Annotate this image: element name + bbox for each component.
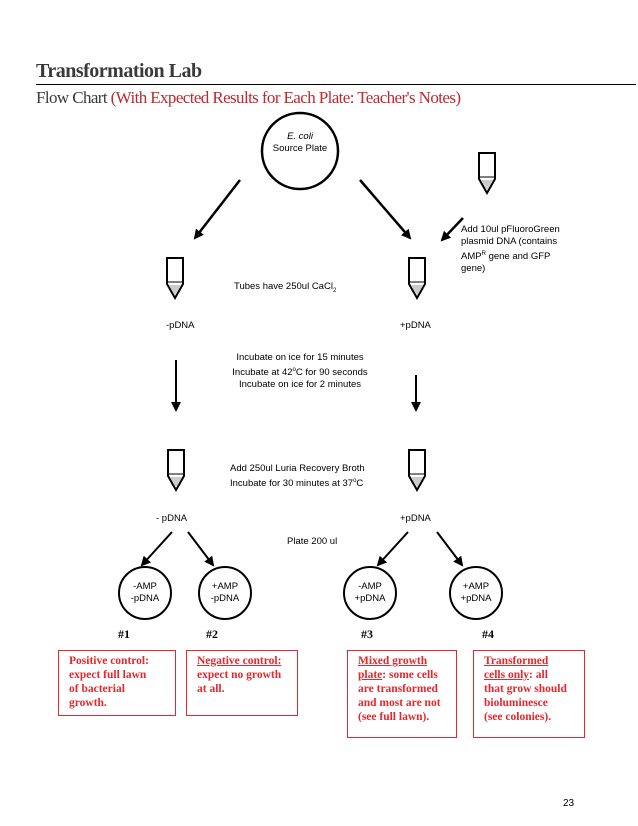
incubation-line2: Incubate at 42oC for 90 seconds xyxy=(222,364,378,379)
source-plate-circle xyxy=(260,111,340,191)
source-plate-label: E. coli Source Plate xyxy=(262,131,338,155)
subtitle-plain: Flow Chart xyxy=(36,88,111,107)
result-box-2: Negative control: expect no growth at al… xyxy=(186,650,298,716)
result-3-head-line1: Mixed growth xyxy=(358,655,428,667)
result-3-line3: (see full lawn). xyxy=(358,711,430,723)
result-box-1: Positive control: expect full lawn of ba… xyxy=(58,650,176,716)
plate-4-line1: +AMP xyxy=(462,581,490,592)
incubation-line2-a: Incubate at 42 xyxy=(232,367,293,379)
result-1-line2: of bacterial xyxy=(69,683,125,695)
plate-4-line2: +pDNA xyxy=(460,593,492,604)
plate-2-line1: +AMP xyxy=(211,581,239,592)
recovery-line2: Incubate for 30 minutes at 37oC xyxy=(230,475,365,490)
incubation-line2-sup: o xyxy=(292,367,296,373)
result-3-head-rest: : some cells xyxy=(382,669,438,681)
plate-1-line1: -AMP xyxy=(133,581,157,592)
plate-4-circle xyxy=(449,566,503,620)
result-4-line2: bioluminesce xyxy=(484,697,548,709)
arrow-to-plate-2 xyxy=(187,531,215,567)
plate-2-number: #2 xyxy=(206,627,218,641)
tube-label-left-1: -pDNA xyxy=(166,320,195,331)
title-divider xyxy=(36,84,636,85)
tube-right-2 xyxy=(408,449,426,491)
arrow-plasmid xyxy=(440,217,464,242)
incubation-line2-b: C for 90 seconds xyxy=(295,367,368,379)
page-subtitle: Flow Chart (With Expected Results for Ea… xyxy=(36,88,461,108)
result-4-head-underlined: cells only xyxy=(484,669,530,681)
plate-3-number: #3 xyxy=(361,627,373,641)
result-1-line1: expect full lawn xyxy=(69,669,147,681)
plate-1-number: #1 xyxy=(118,627,130,641)
plasmid-note-line3-b: gene and GFP xyxy=(485,251,551,263)
result-4-line1: that grow should xyxy=(484,683,567,695)
result-4-head-line2: cells only: all xyxy=(484,668,574,682)
recovery-line2-a: Incubate for 30 minutes at 37 xyxy=(230,478,354,490)
result-4-head-line1: Transformed xyxy=(484,655,549,667)
result-3-head-underlined: plate xyxy=(358,669,383,681)
result-box-3: Mixed growth plate: some cells are trans… xyxy=(347,650,457,738)
result-2-line1: expect no growth xyxy=(197,669,282,681)
recovery-steps: Add 250ul Luria Recovery Broth Incubate … xyxy=(230,463,365,490)
plate-2-line2: -pDNA xyxy=(210,593,240,604)
arrow-to-plate-3 xyxy=(376,531,409,567)
source-plate-line2: Source Plate xyxy=(272,143,328,154)
incubation-steps: Incubate on ice for 15 minutes Incubate … xyxy=(222,352,378,391)
plasmid-note-line3-a: AMP xyxy=(461,251,482,263)
tube-left-2 xyxy=(167,449,185,491)
result-1-line3: growth. xyxy=(69,697,107,709)
plasmid-note: Add 10ul pFluoroGreen plasmid DNA (conta… xyxy=(461,224,601,275)
plate-1-label: -AMP -pDNA xyxy=(119,581,171,605)
arrow-to-plate-4 xyxy=(436,531,464,567)
result-4-head-rest: : all xyxy=(529,669,548,681)
incubation-line3: Incubate on ice for 2 minutes xyxy=(239,379,361,391)
result-4-line3: (see colonies). xyxy=(484,711,552,723)
plate-3-circle xyxy=(343,566,397,620)
recovery-line2-b: C xyxy=(356,478,364,490)
plate-3-line1: -AMP xyxy=(358,581,382,592)
result-3-head-line2: plate: some cells xyxy=(358,668,446,682)
result-2-head: Negative control: xyxy=(197,655,282,667)
plasmid-note-line3-sup: R xyxy=(481,251,486,257)
arrow-source-left xyxy=(193,179,241,240)
tubes-note-text: Tubes have 250ul CaCl xyxy=(234,281,333,292)
result-box-4: Transformed cells only: all that grow sh… xyxy=(473,650,585,738)
plate-1-line2: -pDNA xyxy=(130,593,160,604)
recovery-line1: Add 250ul Luria Recovery Broth xyxy=(230,463,365,474)
tube-right-1 xyxy=(408,257,426,299)
source-plate-line1: E. coli xyxy=(287,131,313,142)
tube-label-left-2: - pDNA xyxy=(156,513,188,524)
arrow-source-right xyxy=(359,179,412,240)
plate-4-label: +AMP +pDNA xyxy=(450,581,502,605)
plate-1-circle xyxy=(118,566,172,620)
result-1-head: Positive control: xyxy=(69,655,149,667)
incubation-line1: Incubate on ice for 15 minutes xyxy=(236,352,364,363)
plasmid-note-line4: gene) xyxy=(461,263,486,275)
plate-volume-note: Plate 200 ul xyxy=(287,536,338,547)
result-3-line2: and most are not xyxy=(358,697,441,709)
tube-label-right-1: +pDNA xyxy=(400,320,431,331)
page-number: 23 xyxy=(563,798,575,809)
plasmid-tube xyxy=(478,152,496,194)
plasmid-note-line2: plasmid DNA (contains xyxy=(461,236,558,247)
plate-2-circle xyxy=(198,566,252,620)
plate-2-label: +AMP -pDNA xyxy=(199,581,251,605)
plate-4-number: #4 xyxy=(482,627,494,641)
page-title: Transformation Lab xyxy=(36,60,202,82)
recovery-line2-sup: o xyxy=(353,478,357,484)
tubes-note-sub: 2 xyxy=(332,287,337,294)
tube-label-right-2: +pDNA xyxy=(400,513,431,524)
plasmid-note-line3: AMPR gene and GFP xyxy=(461,248,601,263)
tube-left-1 xyxy=(166,257,184,299)
plate-3-line2: +pDNA xyxy=(354,593,386,604)
result-3-line1: are transformed xyxy=(358,683,438,695)
result-2-line2: at all. xyxy=(197,683,225,695)
subtitle-red: (With Expected Results for Each Plate: T… xyxy=(110,88,461,107)
plate-3-label: -AMP +pDNA xyxy=(344,581,396,605)
tubes-note: Tubes have 250ul CaCl2 xyxy=(234,281,336,297)
plasmid-note-line1: Add 10ul pFluoroGreen xyxy=(461,224,560,235)
arrow-to-plate-1 xyxy=(140,531,173,567)
